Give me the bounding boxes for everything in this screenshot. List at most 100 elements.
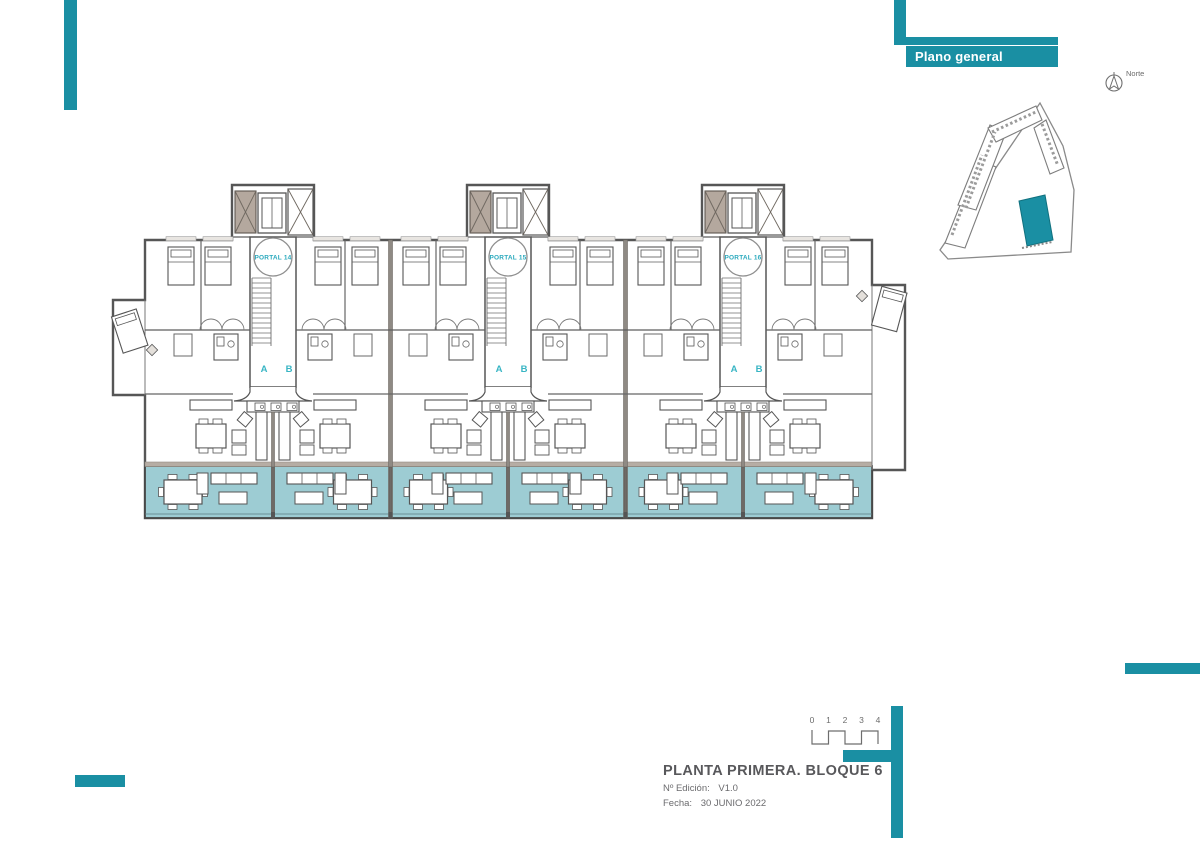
site-key-plan — [939, 101, 1075, 260]
accent-titleblock-horizontal — [843, 750, 903, 762]
shape — [471, 410, 489, 428]
shape — [319, 423, 351, 449]
rail-post — [506, 512, 510, 518]
shape — [299, 444, 315, 456]
shape — [231, 429, 247, 444]
bed-icon — [314, 246, 342, 286]
unit-label-a: A — [261, 364, 268, 375]
door-swing — [793, 318, 817, 331]
rail-post — [271, 512, 275, 518]
window — [819, 236, 851, 241]
shape — [606, 487, 613, 497]
closet — [173, 333, 193, 357]
shape — [648, 504, 658, 510]
portal-circle — [723, 237, 763, 277]
bed-icon — [351, 246, 379, 286]
accent-top-right-horizontal — [894, 37, 1058, 45]
terrace-furniture — [756, 472, 859, 510]
shape — [322, 418, 333, 425]
shape — [466, 429, 482, 444]
bathroom — [777, 333, 803, 361]
door-swing — [301, 318, 325, 331]
north-arrow-icon — [1105, 72, 1123, 92]
accent-top-right-vertical — [894, 0, 906, 45]
shape — [145, 343, 159, 357]
shape — [447, 487, 454, 497]
shape — [337, 504, 347, 510]
shape — [163, 479, 203, 505]
shape — [447, 447, 458, 454]
window — [782, 236, 814, 241]
rail-post — [388, 512, 393, 518]
shape — [682, 418, 693, 425]
shape — [740, 402, 752, 411]
sofa-icon — [299, 429, 315, 456]
shape — [196, 472, 209, 495]
door-swing — [221, 318, 245, 331]
bathroom — [683, 333, 709, 361]
kitchen-cabinets — [255, 411, 268, 461]
portal-label: PORTAL 16 — [725, 255, 762, 262]
shape — [839, 504, 850, 510]
banner-label: Plano general — [915, 49, 1003, 64]
shape — [466, 444, 482, 456]
shape — [677, 249, 699, 258]
shape — [769, 429, 785, 444]
shape — [207, 249, 229, 258]
shape — [665, 423, 697, 449]
shape — [212, 447, 223, 454]
door-swing — [558, 318, 582, 331]
shape — [403, 487, 410, 497]
kitchen-cabinets — [513, 411, 526, 461]
portal-module: PORTAL 14 A B — [145, 188, 391, 519]
shape — [405, 249, 427, 258]
shape — [299, 429, 315, 444]
shape — [569, 472, 582, 495]
shape — [789, 423, 821, 449]
shape — [669, 504, 679, 510]
bed-icon — [439, 246, 467, 286]
window — [547, 236, 579, 241]
sideboard — [424, 399, 468, 411]
shape — [554, 423, 586, 449]
unit-label-b: B — [286, 364, 293, 375]
terrace-furniture — [521, 472, 613, 510]
shape — [358, 474, 368, 480]
shape — [413, 504, 423, 510]
rail-post — [741, 512, 745, 518]
sideboard — [548, 399, 592, 411]
shape — [534, 444, 550, 456]
terrace-furniture — [638, 472, 728, 510]
shape — [648, 474, 658, 480]
shape — [218, 491, 248, 505]
sideboard — [783, 399, 827, 411]
shape — [307, 333, 333, 361]
portal-label: PORTAL 14 — [255, 255, 292, 262]
shape — [270, 402, 282, 411]
accent-top-left-vertical — [64, 0, 77, 110]
shape — [756, 402, 768, 411]
unit-label-b: B — [756, 364, 763, 375]
window — [400, 236, 432, 241]
dining-table-icon — [430, 418, 462, 454]
shape — [853, 487, 859, 497]
shape — [286, 402, 298, 411]
kitchen-cabinets — [490, 411, 503, 461]
shape — [521, 472, 569, 485]
bathroom — [213, 333, 239, 361]
window — [672, 236, 704, 241]
shape — [317, 249, 339, 258]
door-swing — [323, 318, 347, 331]
shape — [210, 472, 258, 485]
window — [349, 236, 381, 241]
bed-icon — [637, 246, 665, 286]
window — [202, 236, 234, 241]
shape — [527, 410, 545, 428]
unit-label-a: A — [496, 364, 503, 375]
plano-general-banner: Plano general — [906, 46, 1058, 67]
bed-icon — [549, 246, 577, 286]
dining-table-icon — [319, 418, 351, 454]
shape — [668, 418, 679, 425]
